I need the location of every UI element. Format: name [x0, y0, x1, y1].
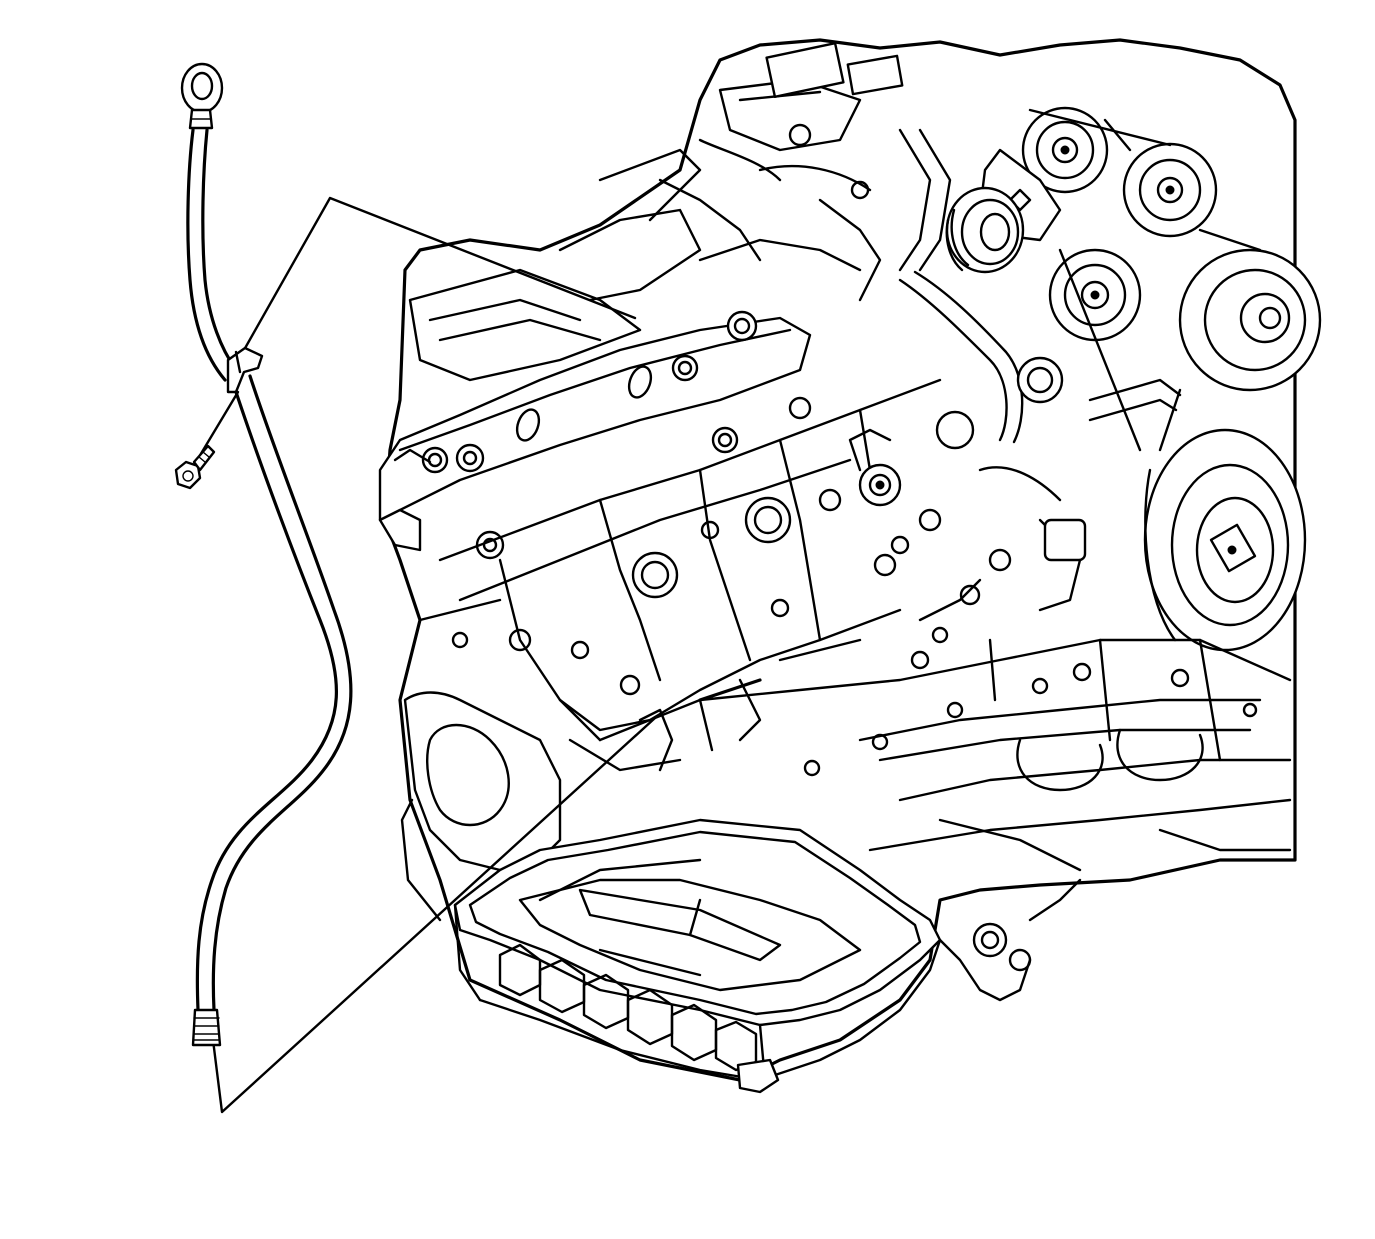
idler-pulley-right: [1122, 142, 1218, 238]
leader-line-upper: [242, 196, 637, 352]
fuel-rail: [378, 310, 812, 560]
intake-manifold: [408, 41, 952, 382]
accessory-drive: [945, 106, 1322, 652]
engine-assembly: [378, 38, 1322, 1094]
oil-pan-upper: [598, 638, 1292, 872]
tube-bracket: [226, 346, 264, 394]
oil-level-indicator: [180, 62, 353, 1047]
indicator-tube-bore: [638, 638, 862, 772]
idler-pulley-upper: [1021, 106, 1109, 194]
leader-line-lower: [211, 716, 657, 1114]
indicator-tube: [191, 374, 353, 1047]
engine-block-outline: [383, 38, 1297, 1082]
tube-threaded-end: [191, 1008, 222, 1047]
crankshaft-balancer: [1143, 428, 1307, 652]
cylinder-block-side: [418, 378, 942, 772]
oil-pan-lower: [453, 818, 1082, 1094]
dipstick-rod: [186, 128, 227, 382]
tube-bracket-bolt: [174, 444, 216, 490]
dipstick-handle: [180, 62, 224, 130]
water-pump-pulley: [945, 186, 1025, 274]
sensor-connector: [818, 428, 982, 670]
oil-pan-fins: [498, 943, 758, 1072]
oil-pan-drain-plug: [736, 1058, 780, 1094]
coolant-hoses: [898, 270, 1182, 612]
front-cover-lower: [400, 691, 562, 922]
accessory-pulley-large: [1178, 248, 1322, 392]
idler-pulley-center: [1048, 248, 1142, 342]
